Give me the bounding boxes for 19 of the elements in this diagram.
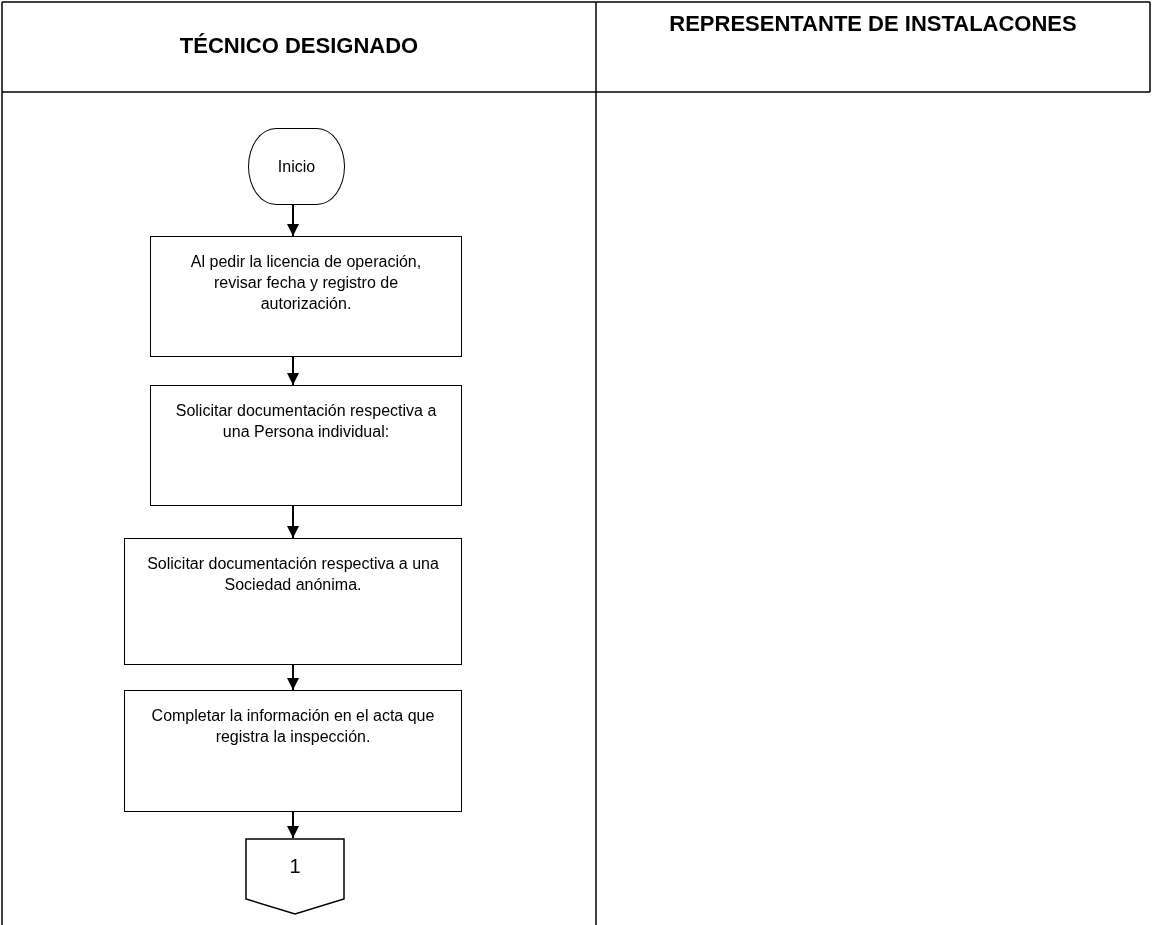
arrow: [287, 664, 299, 691]
process-box: [150, 236, 462, 357]
process-box: [150, 385, 462, 506]
arrow: [287, 356, 299, 386]
node-text: Completar la información en el acta que registra la inspección.: [150, 706, 436, 747]
arrow: [287, 505, 299, 539]
node-text: Inicio: [277, 157, 316, 177]
arrow: [287, 811, 299, 839]
node-text: Al pedir la licencia de operación, revisar fecha y registro de autorización.: [189, 252, 423, 314]
arrow: [287, 204, 299, 237]
column-header: REPRESENTANTE DE INSTALACONES: [668, 10, 1078, 38]
column-header: TÉCNICO DESIGNADO: [178, 32, 420, 60]
node-text: Solicitar documentación respectiva a una Persona individual:: [174, 401, 438, 442]
process-box: [124, 690, 462, 812]
node-text: 1: [289, 856, 301, 877]
off-page-connector: [245, 838, 345, 915]
process-box: [124, 538, 462, 665]
node-text: Solicitar documentación respectiva a una Sociedad anónima.: [146, 554, 440, 595]
start-terminal: [248, 128, 345, 205]
